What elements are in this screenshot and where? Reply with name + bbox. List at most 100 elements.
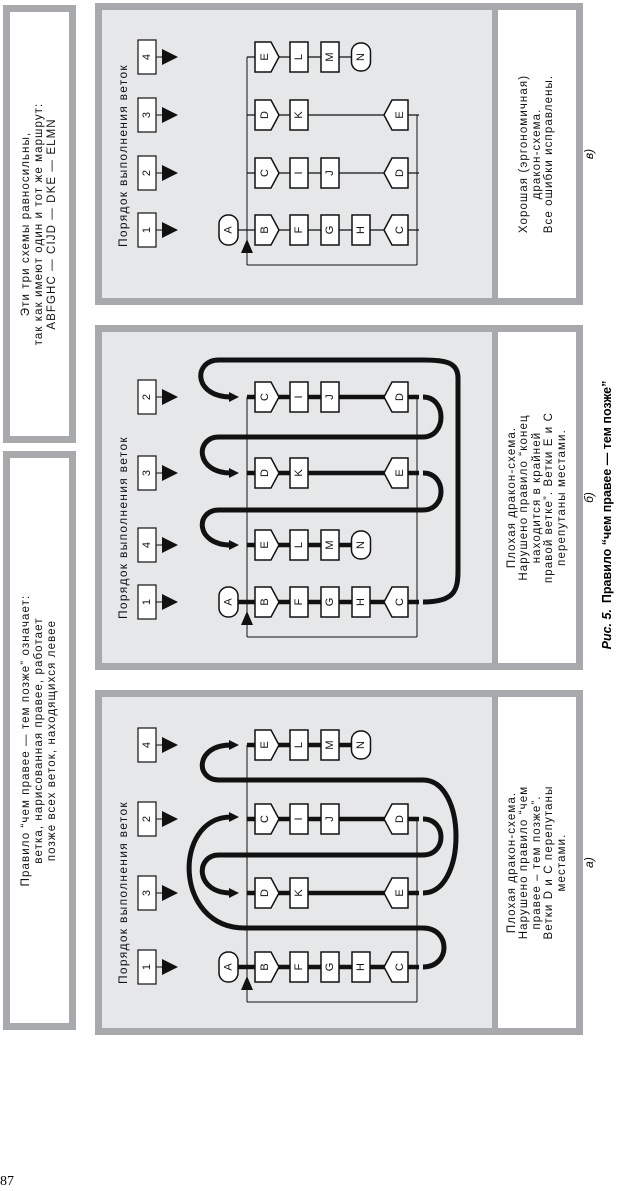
diagram-panel: Плохая дракон-схема.Нарушено правило “ко… — [95, 325, 583, 670]
order-number: 1 — [141, 599, 153, 605]
end-node — [350, 42, 372, 72]
node-label: N — [355, 53, 367, 61]
node-label: E — [394, 111, 406, 118]
node-label: D — [259, 889, 271, 897]
equivalence-text-line: так как имеют один и тот же маршрут: — [33, 102, 45, 346]
action-node — [351, 214, 371, 246]
order-title: Порядок выполнения веток — [116, 436, 130, 619]
start-node-label: A — [223, 226, 235, 234]
action-node — [289, 951, 309, 983]
down-arrow-icon — [162, 885, 178, 901]
transition-arc — [199, 816, 444, 898]
loop-arrow-icon — [241, 976, 253, 990]
node-label: K — [293, 469, 305, 477]
start-node — [218, 951, 239, 983]
address-node — [383, 586, 409, 618]
order-number: 3 — [141, 890, 153, 896]
order-number: 2 — [141, 394, 153, 400]
node-label: E — [259, 541, 271, 548]
figure-caption: Рис. 5.Правило “чем правее — тем позже” — [600, 381, 614, 650]
order-number: 1 — [141, 964, 153, 970]
branch-heading-node — [254, 803, 280, 835]
node-label: C — [394, 963, 406, 971]
down-arrow-icon — [162, 737, 178, 753]
action-node — [320, 381, 340, 413]
end-node — [350, 530, 372, 560]
order-number: 2 — [141, 816, 153, 822]
node-label: B — [259, 963, 271, 970]
branch-heading-node — [254, 529, 280, 561]
order-number: 4 — [141, 742, 153, 748]
down-arrow-icon — [162, 594, 178, 610]
node-label: C — [259, 393, 271, 401]
branch-heading-node — [254, 586, 280, 618]
figure-number: Рис. 5. — [600, 609, 614, 650]
order-title: Порядок выполнения веток — [116, 801, 130, 984]
equivalence-text-line: ABFGHC — CIJD — DKE — ELMN — [46, 118, 58, 330]
node-label: K — [293, 111, 305, 119]
node-label: F — [293, 226, 305, 233]
action-node — [320, 41, 340, 73]
branch-heading-node — [254, 214, 280, 246]
node-label: B — [259, 598, 271, 605]
node-label: D — [394, 815, 406, 823]
address-node — [383, 381, 409, 413]
order-number: 3 — [141, 112, 153, 118]
panel-label: а) — [582, 857, 596, 868]
node-label: C — [259, 815, 271, 823]
loop-arrow-icon — [241, 239, 253, 253]
node-label: J — [324, 394, 336, 400]
action-node — [289, 803, 309, 835]
down-arrow-icon — [162, 811, 178, 827]
action-node — [289, 41, 309, 73]
node-label: I — [293, 817, 305, 820]
transition-arc — [199, 740, 459, 896]
node-label: N — [355, 741, 367, 749]
action-node — [289, 457, 309, 489]
start-node-label: A — [223, 963, 235, 971]
node-label: B — [259, 226, 271, 233]
order-number: 4 — [141, 54, 153, 60]
transition-arc — [199, 470, 444, 550]
down-arrow-icon — [162, 537, 178, 553]
node-label: L — [293, 54, 305, 60]
action-node — [289, 586, 309, 618]
action-node — [289, 529, 309, 561]
action-node — [289, 99, 309, 131]
transition-arc — [186, 812, 447, 970]
order-number: 4 — [141, 542, 153, 548]
node-label: F — [293, 598, 305, 605]
node-label: D — [259, 111, 271, 119]
action-node — [320, 803, 340, 835]
transition-arc — [199, 394, 444, 478]
node-label: G — [324, 963, 336, 972]
loop-arrow-icon — [241, 611, 253, 625]
action-node — [351, 586, 371, 618]
start-node — [218, 214, 239, 246]
action-node — [289, 877, 309, 909]
node-label: H — [355, 598, 367, 606]
down-arrow-icon — [162, 465, 178, 481]
rule-text-line: Правило “чем правее — тем позже” означае… — [20, 594, 32, 887]
node-label: C — [259, 169, 271, 177]
action-node — [289, 157, 309, 189]
node-label: I — [293, 171, 305, 174]
node-label: L — [293, 542, 305, 548]
action-node — [289, 729, 309, 761]
address-node — [383, 951, 409, 983]
action-node — [320, 529, 340, 561]
action-node — [320, 586, 340, 618]
down-arrow-icon — [162, 49, 178, 65]
diagram-panel: Хорошая (эргономичная)дракон-схема.Все о… — [95, 3, 583, 305]
panel-label: б) — [582, 492, 596, 503]
branch-heading-node — [254, 457, 280, 489]
node-label: C — [394, 226, 406, 234]
action-node — [289, 214, 309, 246]
end-node — [350, 730, 372, 760]
down-arrow-icon — [162, 107, 178, 123]
address-node — [383, 99, 409, 131]
node-label: M — [324, 540, 336, 549]
